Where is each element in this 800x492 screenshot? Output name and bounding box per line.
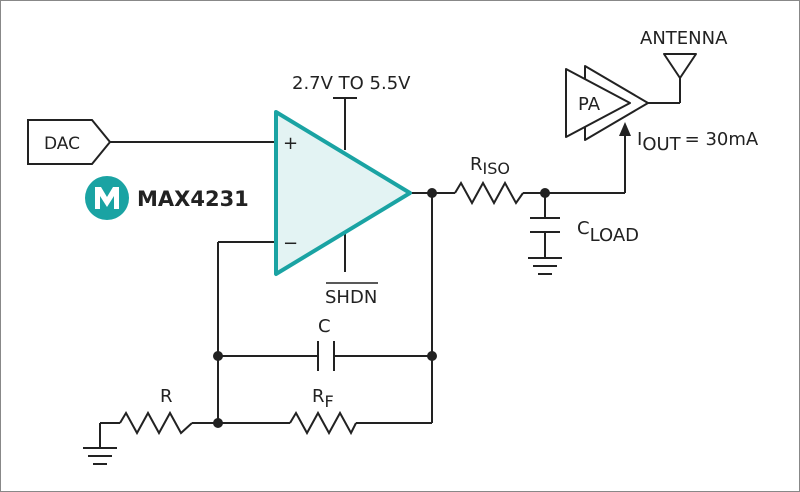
junction-load [540,188,550,198]
dac-shape [27,119,112,165]
junctions [213,188,550,428]
ground-symbol-cload [528,257,562,275]
opamp-triangle [274,110,412,276]
cload-label: CLOAD [577,218,639,246]
ground-symbol-r [83,447,117,465]
resistor-r: R [119,386,193,436]
resistor-riso: RISO [454,154,524,206]
minus-input-label: − [283,233,298,254]
capacitor-c-label: C [318,316,331,337]
rf-label: RF [312,386,334,411]
junction-cap-left [213,351,223,361]
dac-label: DAC [44,134,80,154]
capacitor-cload [530,217,560,233]
antenna-label: ANTENNA [640,28,728,49]
riso-zigzag [454,180,524,206]
pa-triangle-front [565,68,631,138]
r-label: R [160,386,173,407]
opamp-max4231: + − [274,110,412,276]
dac-block: DAC [27,119,112,165]
junction-output [427,188,437,198]
maxim-logo-glyph [95,187,119,209]
iout-arrow-icon [619,122,631,136]
pa-block [565,65,649,141]
plus-input-label: + [283,133,298,154]
shdn-label: SHDN [325,287,377,308]
supply-voltage-label: 2.7V TO 5.5V [292,73,411,94]
riso-label: RISO [470,154,510,178]
resistor-rf: RF [289,386,357,436]
antenna-triangle [663,53,697,79]
junction-r-node [213,418,223,428]
iout-label: IOUT= 30mA [637,129,759,155]
antenna-icon [663,53,697,79]
part-number-label: MAX4231 [137,187,249,211]
pa-label: PA [578,94,601,115]
maxim-logo: MAX4231 [85,176,249,220]
rf-zigzag [289,410,357,436]
junction-cap-right [427,351,437,361]
r-zigzag [119,410,193,436]
capacitor-c [317,341,335,371]
